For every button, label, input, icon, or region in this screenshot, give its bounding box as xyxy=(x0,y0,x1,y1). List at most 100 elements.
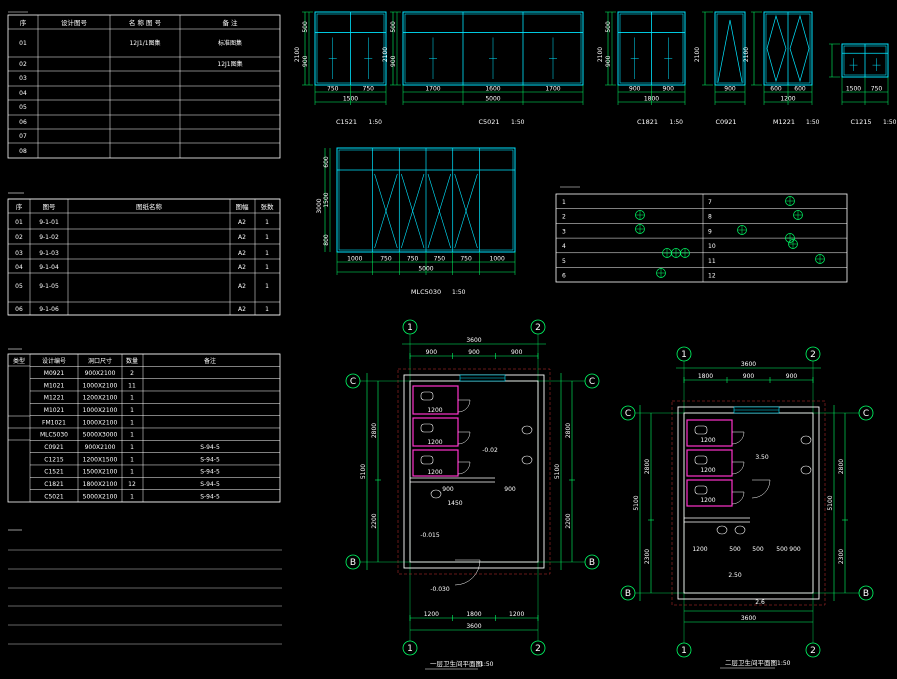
grid-axis-label: 2 xyxy=(535,644,541,654)
legend-number: 11 xyxy=(708,258,716,265)
table-cell: FM1021 xyxy=(42,419,66,426)
table-cell: A2 xyxy=(238,234,246,241)
sink-icon xyxy=(521,425,533,435)
dim-segment: 900 xyxy=(426,349,438,356)
grid-axis-label: 1 xyxy=(407,644,413,654)
window-width-dim: 750 xyxy=(434,256,446,263)
dim-total: 3600 xyxy=(466,623,481,630)
window-label: C0921 xyxy=(715,118,736,126)
window-width-dim: 750 xyxy=(380,256,392,263)
legend-number: 2 xyxy=(562,214,566,221)
window-width-dim: 900 xyxy=(629,86,641,93)
table-cell: 1 xyxy=(265,306,269,313)
table-cell: 1000X2100 xyxy=(83,382,118,389)
window-label: MLC5030 xyxy=(411,288,441,296)
table-cell: 1 xyxy=(265,250,269,257)
exterior-wall xyxy=(677,406,820,600)
door-swing xyxy=(731,491,745,505)
table-header: 设计图号 xyxy=(61,18,88,27)
table-cell: 07 xyxy=(19,133,27,140)
window-width-dim: 900 xyxy=(663,86,675,93)
grid-axis-label: C xyxy=(863,409,869,419)
window-height-dim: 800 xyxy=(323,234,330,246)
table-cell: 04 xyxy=(19,90,27,97)
dim-segment: 2800 xyxy=(371,423,378,438)
inner-dimension: 900 xyxy=(442,486,454,493)
table-cell: C1521 xyxy=(44,469,64,476)
window-width-dim: 750 xyxy=(460,256,472,263)
inner-dimension: 3.50 xyxy=(755,454,769,461)
table-header: 序 xyxy=(20,18,27,27)
door-swing xyxy=(454,559,481,586)
table-cell: A2 xyxy=(238,250,246,257)
window-scale: 1:50 xyxy=(369,119,383,126)
table-cell: 1200X2100 xyxy=(83,395,118,402)
inner-dimension: 500 xyxy=(752,546,764,553)
table-cell: 1 xyxy=(130,432,134,439)
table-cell: 1000X2100 xyxy=(83,419,118,426)
table-cell: 02 xyxy=(15,234,23,241)
dim-total: 5100 xyxy=(554,464,561,479)
window-width-dim: 600 xyxy=(770,86,782,93)
dim-segment: 900 xyxy=(743,373,755,380)
toilet-stall xyxy=(686,479,733,507)
table-cell: 1 xyxy=(130,493,134,500)
inner-dimension: 1200 xyxy=(700,497,715,504)
sink-icon xyxy=(800,435,812,445)
dim-segment: 1800 xyxy=(698,373,713,380)
window-total-dim: 5000 xyxy=(485,96,500,103)
table-cell: 1 xyxy=(265,264,269,271)
grid-axis-label: 1 xyxy=(681,350,687,360)
table-header: 名 称 图 号 xyxy=(129,18,162,27)
table-cell: A2 xyxy=(238,219,246,226)
table-cell: C5021 xyxy=(44,493,64,500)
window-height-dim: 500 xyxy=(302,21,309,33)
window-scale: 1:50 xyxy=(511,119,525,126)
window-height-dim: 900 xyxy=(302,55,309,67)
dim-total: 3600 xyxy=(741,361,756,368)
sink-icon xyxy=(521,455,533,465)
table-cell: 05 xyxy=(19,104,27,111)
table-cell: 1 xyxy=(130,419,134,426)
legend-number: 3 xyxy=(562,228,566,235)
window-width-dim: 600 xyxy=(794,86,806,93)
table-cell: 05 xyxy=(15,283,23,290)
table-cell: 1000X2100 xyxy=(83,407,118,414)
dim-segment: 2300 xyxy=(838,549,845,564)
inner-dimension: 1450 xyxy=(447,500,462,507)
inner-dimension: 2.50 xyxy=(728,572,742,579)
table-cell: 03 xyxy=(15,250,23,257)
table-header: 序 xyxy=(16,202,23,211)
table-cell: M0921 xyxy=(44,370,65,377)
window-total-dim: 1500 xyxy=(343,96,358,103)
window-scale: 1:50 xyxy=(883,119,897,126)
table-cell: MLC5030 xyxy=(40,432,68,439)
door-swing xyxy=(731,431,745,445)
inner-dimension: 1200 xyxy=(427,469,442,476)
inner-dimension: 1200 xyxy=(427,407,442,414)
table-cell: 02 xyxy=(19,61,27,68)
table-header: 图号 xyxy=(43,203,57,211)
table-cell: A2 xyxy=(238,306,246,313)
dim-segment: 2200 xyxy=(565,513,572,528)
toilet-icon xyxy=(420,455,434,465)
window-width-dim: 1600 xyxy=(485,86,500,93)
toilet-stall xyxy=(686,449,733,477)
exterior-wall xyxy=(403,374,545,569)
grid-axis-label: 2 xyxy=(810,350,816,360)
table-cell: 5000X3000 xyxy=(83,432,118,439)
table-header: 备 注 xyxy=(222,18,238,27)
door-swing xyxy=(457,399,471,413)
toilet-icon xyxy=(420,391,434,401)
table-cell: 1 xyxy=(265,219,269,226)
window-height-dim: 600 xyxy=(323,156,330,168)
grid-axis-label: C xyxy=(350,377,356,387)
sink-icon xyxy=(716,525,728,535)
inner-dimension: 1200 xyxy=(692,546,707,553)
toilet-icon xyxy=(694,485,708,495)
